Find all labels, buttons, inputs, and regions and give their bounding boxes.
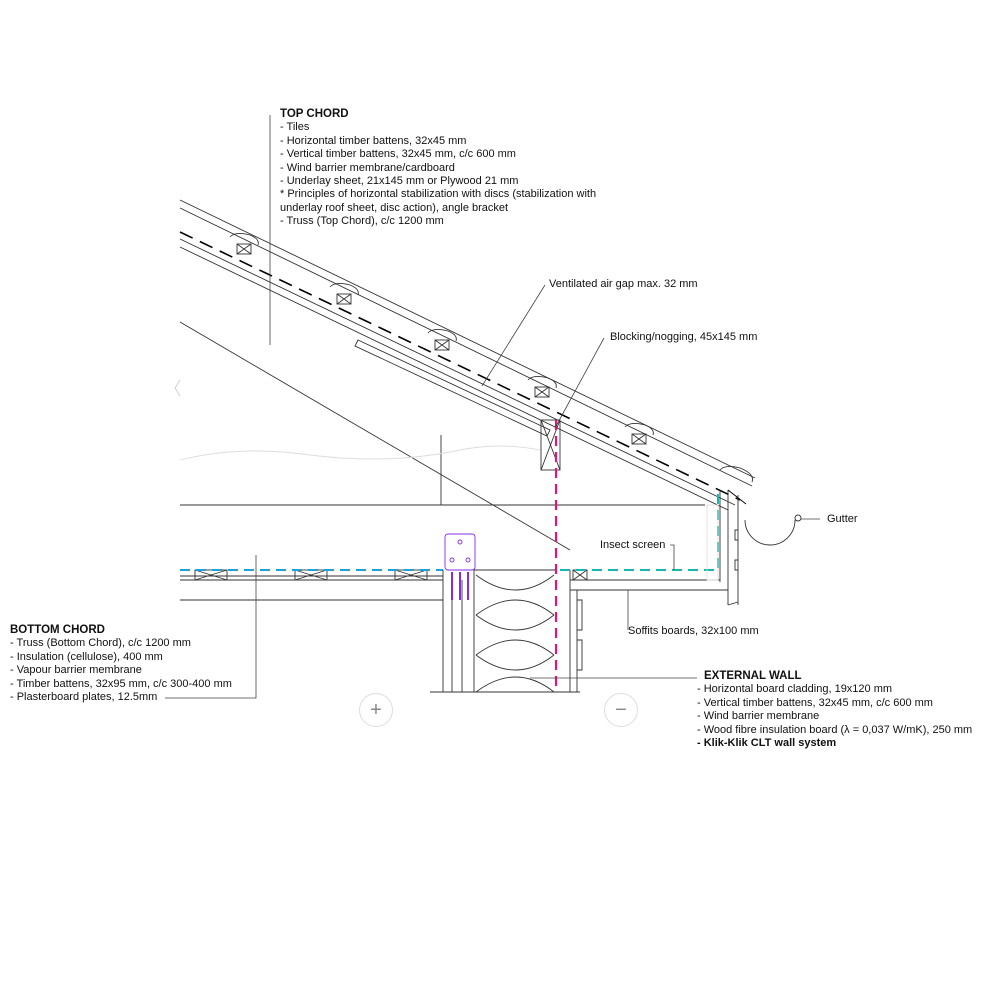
minus-icon: − — [615, 698, 627, 721]
soffits-label: Soffits boards, 32x100 mm — [628, 625, 759, 637]
bottom-chord-line: - Vapour barrier membrane — [10, 664, 142, 677]
bottom-chord-line: - Timber battens, 32x95 mm, c/c 300-400 … — [10, 677, 232, 690]
external-wall-line: - Wind barrier membrane — [697, 710, 820, 723]
bottom-chord-note: BOTTOM CHORD - Truss (Bottom Chord), c/c… — [10, 624, 232, 704]
top-chord-line: - Horizontal timber battens, 32x45 mm — [280, 134, 467, 147]
insect-screen-label: Insect screen — [600, 539, 666, 551]
top-chord-line: - Wind barrier membrane/cardboard — [280, 161, 455, 174]
external-wall-note: EXTERNAL WALL - Horizontal board claddin… — [697, 670, 972, 750]
top-chord-line: - Vertical timber battens, 32x45 mm, c/c… — [280, 148, 516, 161]
external-wall-system: - Klik-Klik CLT wall system — [697, 737, 837, 750]
top-chord-line: - Underlay sheet, 21x145 mm or Plywood 2… — [280, 175, 519, 188]
external-wall-line: - Wood fibre insulation board (λ = 0,037… — [697, 723, 973, 736]
truss-chord-board — [354, 339, 551, 437]
external-wall-title: EXTERNAL WALL — [704, 670, 802, 682]
horizontal-battens — [236, 243, 647, 445]
external-wall-section — [430, 569, 583, 693]
angle-bracket — [444, 533, 476, 600]
truss-bottom-chord — [180, 504, 705, 601]
fascia-board — [719, 490, 739, 606]
plus-icon: + — [370, 698, 382, 721]
wind-barrier-membrane — [179, 231, 741, 501]
external-wall-line: - Horizontal board cladding, 19x120 mm — [697, 683, 893, 696]
top-chord-note: TOP CHORD - Tiles - Horizontal timber ba… — [280, 108, 596, 229]
zoom-out-button[interactable]: − — [604, 693, 638, 727]
zoom-in-button[interactable]: + — [359, 693, 393, 727]
bottom-chord-line: - Truss (Bottom Chord), c/c 1200 mm — [10, 637, 191, 650]
top-chord-line: - Tiles — [280, 121, 310, 134]
top-chord-line: - Truss (Top Chord), c/c 1200 mm — [280, 215, 444, 228]
insect-screen-line — [560, 490, 719, 571]
blocking-label: Blocking/nogging, 45x145 mm — [610, 331, 758, 343]
gutter-label: Gutter — [827, 513, 858, 525]
external-wall-line: - Vertical timber battens, 32x45 mm, c/c… — [697, 696, 933, 709]
bottom-chord-line: - Plasterboard plates, 12.5mm — [10, 691, 158, 704]
gutter-profile — [744, 519, 796, 546]
roof-tiles — [179, 199, 756, 487]
leader-lines — [165, 115, 820, 699]
top-chord-line: underlay roof sheet, disc action), angle… — [280, 201, 509, 214]
top-chord-line: * Principles of horizontal stabilization… — [280, 188, 597, 201]
gutter-bead — [794, 514, 802, 522]
top-chord-title: TOP CHORD — [280, 108, 349, 120]
bottom-chord-line: - Insulation (cellulose), 400 mm — [10, 650, 163, 663]
insulation-symbol — [475, 574, 555, 693]
air-gap-label: Ventilated air gap max. 32 mm — [549, 278, 698, 290]
bottom-chord-title: BOTTOM CHORD — [10, 624, 105, 636]
truss-top-chord — [179, 321, 571, 551]
blocking-nogging — [540, 419, 561, 471]
